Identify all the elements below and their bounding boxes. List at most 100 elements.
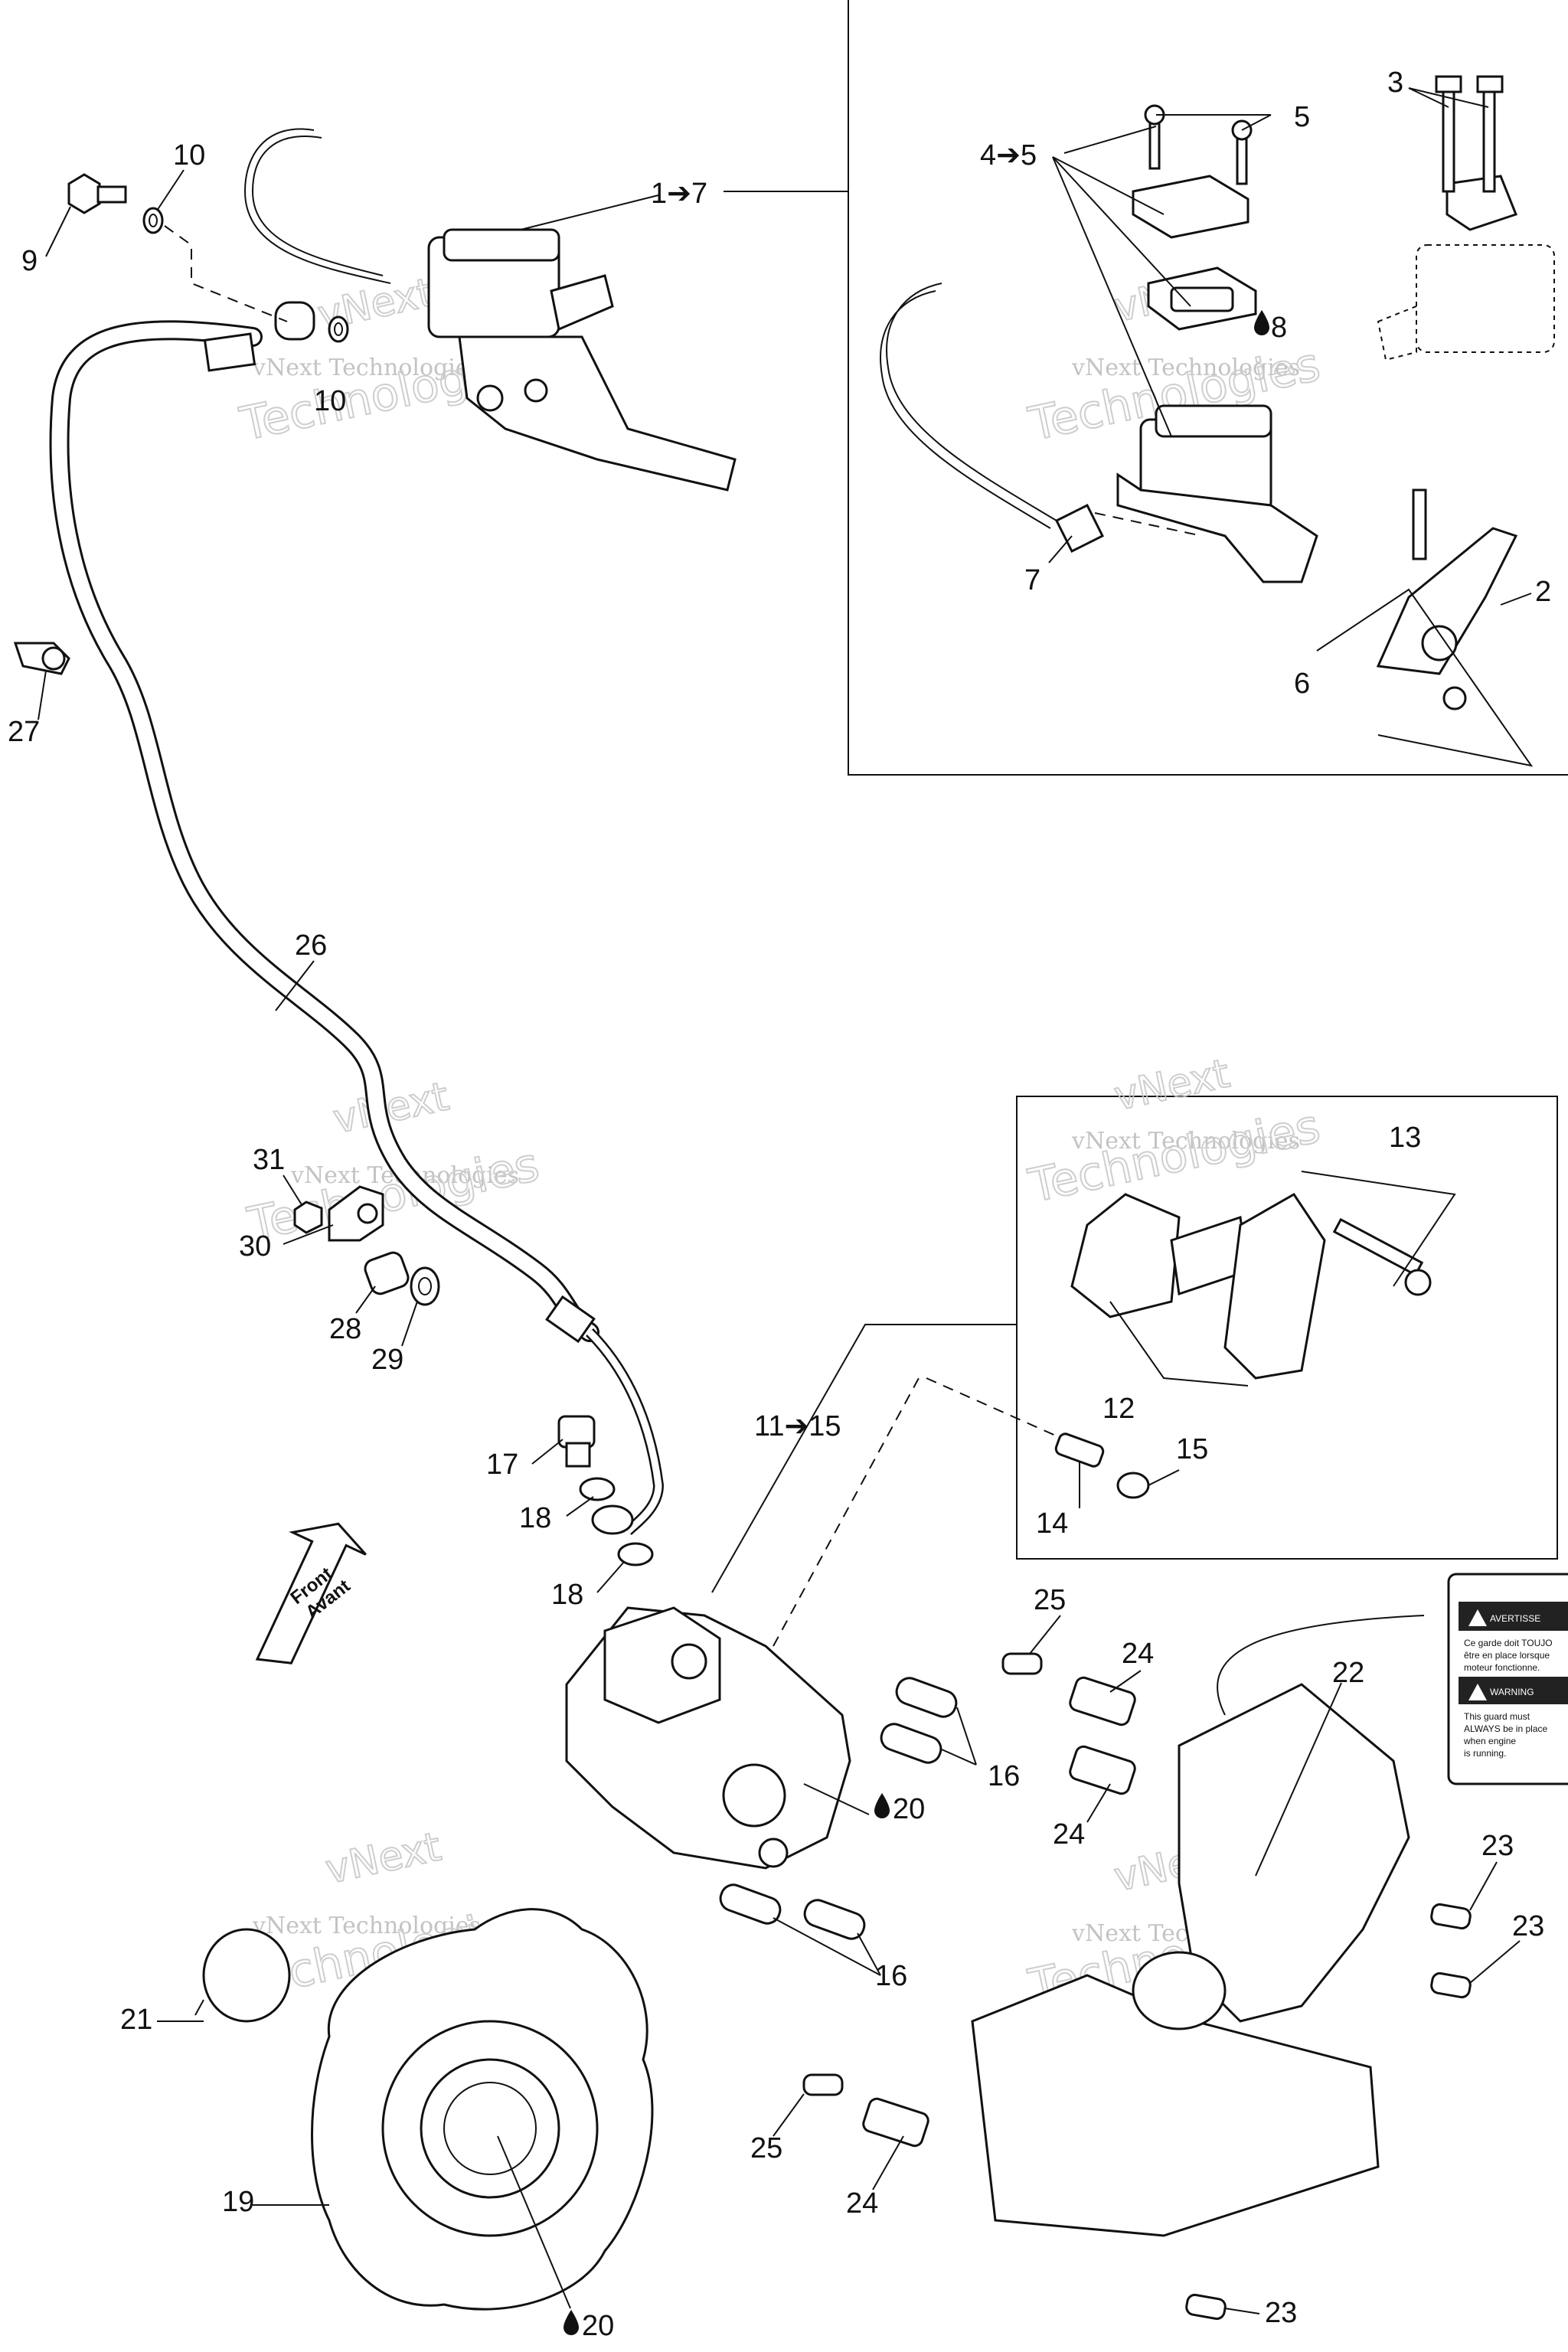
washer-10-bottom [328,315,349,343]
spacer-24c [862,2097,929,2148]
spacer-24b [1069,1745,1136,1795]
leader-lines [38,169,1521,2314]
callout-3: 3 [1387,67,1403,99]
inset-master-cylinder-box [848,0,1568,776]
warning-en-line4: is running. [1464,1748,1506,1759]
drop-icon-20-bottom [564,2310,579,2335]
callout-14: 14 [1036,1508,1068,1540]
callout-24-bottom: 24 [846,2187,878,2220]
callout-18-top: 18 [519,1502,551,1534]
callout-5: 5 [1294,101,1310,133]
spacer-24a [1069,1676,1136,1726]
callout-28: 28 [329,1313,361,1345]
o-ring-21 [202,1928,291,2023]
warning-fr-title: AVERTISSE [1490,1613,1540,1624]
warning-label: AVERTISSE Ce garde doit TOUJO être en pl… [1447,1573,1568,1785]
callout-21: 21 [120,2004,152,2036]
brake-pad-left [1070,1193,1181,1318]
washer-18-top [579,1477,616,1501]
warning-fr-line3: moteur fonctionne. [1464,1662,1540,1673]
callout-17: 17 [486,1449,518,1481]
warning-en-line2: ALWAYS be in place [1464,1723,1547,1734]
brake-disc [311,1908,654,2311]
fluid-drop-icons [564,310,1269,2335]
bolt-16d [803,1899,866,1940]
warning-en-line1: This guard must [1464,1711,1530,1722]
callout-1-7: 1➔7 [651,178,707,210]
callout-4-5: 4➔5 [980,139,1037,172]
callout-8: 8 [1271,312,1287,344]
pad-pin-13 [1332,1217,1432,1296]
callout-19: 19 [222,2186,254,2218]
drop-icon-20-top [874,1793,890,1818]
svg-text:vNext Technologies: vNext Technologies [1071,354,1300,381]
callout-18-bottom: 18 [551,1579,583,1611]
warning-en-title: WARNING [1490,1687,1534,1697]
callout-23-top: 23 [1481,1830,1514,1862]
skid-plate [971,1683,1410,2237]
callout-11-15: 11➔15 [754,1410,841,1442]
callout-6: 6 [1294,668,1310,700]
callout-22: 22 [1332,1657,1364,1689]
warning-en-line3: when engine [1463,1736,1516,1746]
callout-24-middle: 24 [1053,1818,1085,1851]
callout-20-top: 20 [893,1793,925,1825]
bracket-30 [328,1185,384,1242]
drop-icon-8 [1254,310,1269,335]
caliper [565,1606,851,1870]
banjo-fitting [591,1504,634,1535]
callout-30: 30 [239,1230,271,1263]
callout-13: 13 [1389,1122,1421,1154]
callout-31: 31 [253,1144,285,1176]
svg-text:vNext Technologies: vNext Technologies [1071,1128,1300,1155]
callout-labels: 9 10 10 1➔7 27 26 31 30 28 29 17 18 18 1… [8,67,1551,2342]
callout-10-bottom: 10 [314,385,346,417]
callout-10-top: 10 [173,139,205,172]
bolt-25b [802,2073,844,2096]
bolt-23a [1430,1903,1472,1930]
washer-29 [410,1266,440,1306]
callout-16-top: 16 [988,1760,1020,1792]
washer-18-bottom [617,1542,654,1566]
front-arrow: Front Avant [255,1522,367,1664]
svg-text:vNext: vNext [1110,1050,1233,1119]
callout-29: 29 [371,1344,403,1376]
callout-7: 7 [1024,564,1040,596]
warning-fr-line2: être en place lorsque [1464,1650,1550,1661]
spacer-28 [364,1251,410,1295]
callout-16-bottom: 16 [875,1960,907,1992]
bleeder-cap-15 [1116,1472,1150,1499]
banjo-bolt-17 [557,1415,596,1468]
callout-23-middle: 23 [1512,1910,1544,1942]
clamp-27 [13,642,70,675]
bolt-16a [895,1677,958,1718]
bolt-16b [880,1723,942,1764]
callout-24-top: 24 [1122,1638,1154,1670]
bolt-23c [1185,2293,1227,2321]
callout-26: 26 [295,929,327,962]
bolt-16c [719,1883,782,1925]
warning-fr-line1: Ce garde doit TOUJO [1464,1638,1553,1648]
washer-10-top [142,207,164,234]
callout-20-bottom: 20 [582,2310,614,2342]
callout-12: 12 [1102,1393,1135,1425]
svg-text:vNext Technologies: vNext Technologies [252,354,481,381]
master-cylinder [243,128,737,492]
bolt-25a [1001,1652,1043,1675]
bleeder-14 [1054,1432,1105,1468]
brake-hose [49,320,665,1536]
callout-15: 15 [1176,1433,1208,1465]
nut-31 [293,1200,323,1234]
inset-pads-box [1016,1096,1558,1560]
callout-23-bottom: 23 [1265,2297,1297,2329]
callout-25-top: 25 [1034,1584,1066,1616]
bolt-23b [1430,1971,1472,1999]
callout-2: 2 [1535,576,1551,608]
banjo-bolt-9 [67,173,127,214]
callout-27: 27 [8,716,40,748]
brake-pad-right [1223,1193,1326,1380]
callout-25-bottom: 25 [750,2132,782,2164]
svg-text:Technologies: Technologies [1024,1099,1325,1214]
inset-master-cylinder [880,75,1555,710]
callout-9: 9 [21,245,38,277]
